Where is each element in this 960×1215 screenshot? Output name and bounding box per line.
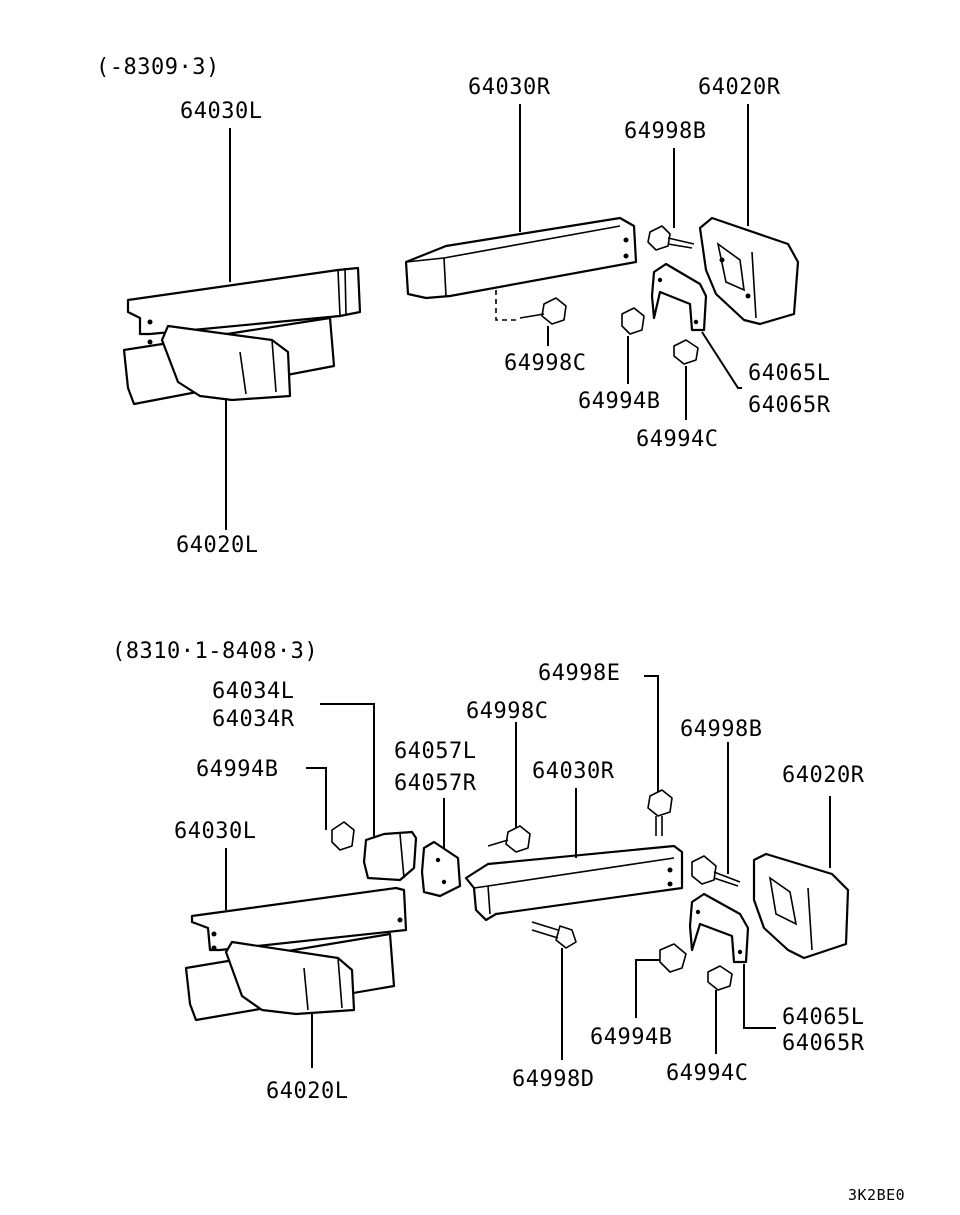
label-bolt-c: 64998C <box>504 351 586 376</box>
section-1: (-8309·3) <box>96 55 831 558</box>
stay2-part <box>420 840 462 898</box>
label-stay-l: 64065L <box>748 361 830 386</box>
label-nut-c: 64994C <box>636 427 718 452</box>
label-frame-left: 64030L <box>180 99 262 124</box>
cap-left-2-part <box>224 940 356 1016</box>
label-stay2-l: 64057L <box>394 739 476 764</box>
label-bolt-d: 64998D <box>512 1067 594 1092</box>
stay-part <box>650 262 708 332</box>
bolt-d-part <box>531 921 577 949</box>
section-2-range-label: (8310·1-8408·3) <box>112 639 318 664</box>
label-nut-b-left: 64994B <box>196 757 278 782</box>
bolt-b-2-part <box>691 855 741 887</box>
label-bolt-b-2: 64998B <box>680 717 762 742</box>
cap-left-part <box>160 324 292 402</box>
label-nut-b-2: 64994B <box>590 1025 672 1050</box>
label-frame-left-2: 64030L <box>174 819 256 844</box>
label-cap-right: 64020R <box>698 75 781 100</box>
leader-bracket <box>320 703 375 838</box>
label-frame-right-2: 64030R <box>532 759 615 784</box>
bolt-b-part <box>647 225 695 251</box>
section-1-range-label: (-8309·3) <box>96 55 220 80</box>
label-stay-l-2: 64065L <box>782 1005 864 1030</box>
leader-bolt-e <box>644 675 659 792</box>
cap-right-2-part <box>752 852 850 960</box>
nut-b-left-part <box>331 821 355 851</box>
leader-nut-b-left <box>306 767 327 830</box>
bolt-c-2-part <box>487 825 531 853</box>
label-nut-c-2: 64994C <box>666 1061 748 1086</box>
frame-right-part <box>404 216 638 300</box>
label-bolt-c-2: 64998C <box>466 699 548 724</box>
label-bracket-l: 64034L <box>212 679 294 704</box>
bracket-part <box>362 830 418 882</box>
frame-right-2-part <box>464 844 684 922</box>
label-frame-right: 64030R <box>468 75 551 100</box>
diagram-code: 3K2BE0 <box>848 1186 905 1204</box>
section-2: (8310·1-8408·3) <box>112 639 865 1104</box>
stay-2-part <box>688 892 750 964</box>
leader-frame-right-dash <box>495 290 520 321</box>
nut-b-2-part <box>659 943 687 973</box>
label-stay-r-2: 64065R <box>782 1031 865 1056</box>
label-stay-r: 64065R <box>748 393 831 418</box>
bolt-e-part <box>647 789 673 836</box>
label-cap-left: 64020L <box>176 533 258 558</box>
label-bolt-b: 64998B <box>624 119 706 144</box>
nut-c-part <box>673 339 699 365</box>
label-bolt-e: 64998E <box>538 661 620 686</box>
cap-right-part <box>698 216 800 326</box>
bolt-c-part <box>519 297 567 325</box>
label-nut-b: 64994B <box>578 389 660 414</box>
leader-stay <box>701 331 742 389</box>
label-bracket-r: 64034R <box>212 707 295 732</box>
label-stay2-r: 64057R <box>394 771 477 796</box>
label-cap-left-2: 64020L <box>266 1079 348 1104</box>
nut-c-2-part <box>707 965 733 991</box>
leader-stay-2 <box>743 964 776 1029</box>
nut-b-part <box>621 307 645 335</box>
leader-nut-b-2 <box>635 959 660 1018</box>
label-cap-right-2: 64020R <box>782 763 865 788</box>
